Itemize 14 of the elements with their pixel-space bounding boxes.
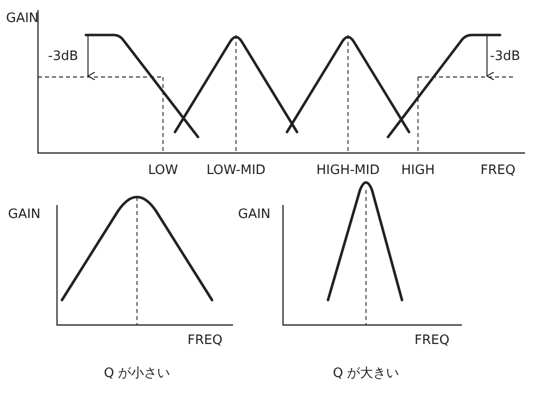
- axis-label: GAIN: [6, 11, 39, 26]
- band-label: LOW-MID: [206, 163, 266, 178]
- axis-label: FREQ: [480, 163, 516, 178]
- axis-label: FREQ: [414, 333, 450, 348]
- band-label: HIGH: [401, 163, 435, 178]
- caption: Q が大きい: [332, 366, 400, 381]
- axis-label: GAIN: [238, 207, 271, 222]
- axis-label: FREQ: [188, 333, 222, 348]
- band-label: LOW: [148, 163, 178, 178]
- band-label: HIGH-MID: [316, 163, 380, 178]
- caption: Q が小さい: [104, 366, 170, 381]
- level-label: -3dB: [48, 49, 78, 64]
- level-label: -3dB: [490, 49, 520, 64]
- axis-label: GAIN: [8, 207, 41, 222]
